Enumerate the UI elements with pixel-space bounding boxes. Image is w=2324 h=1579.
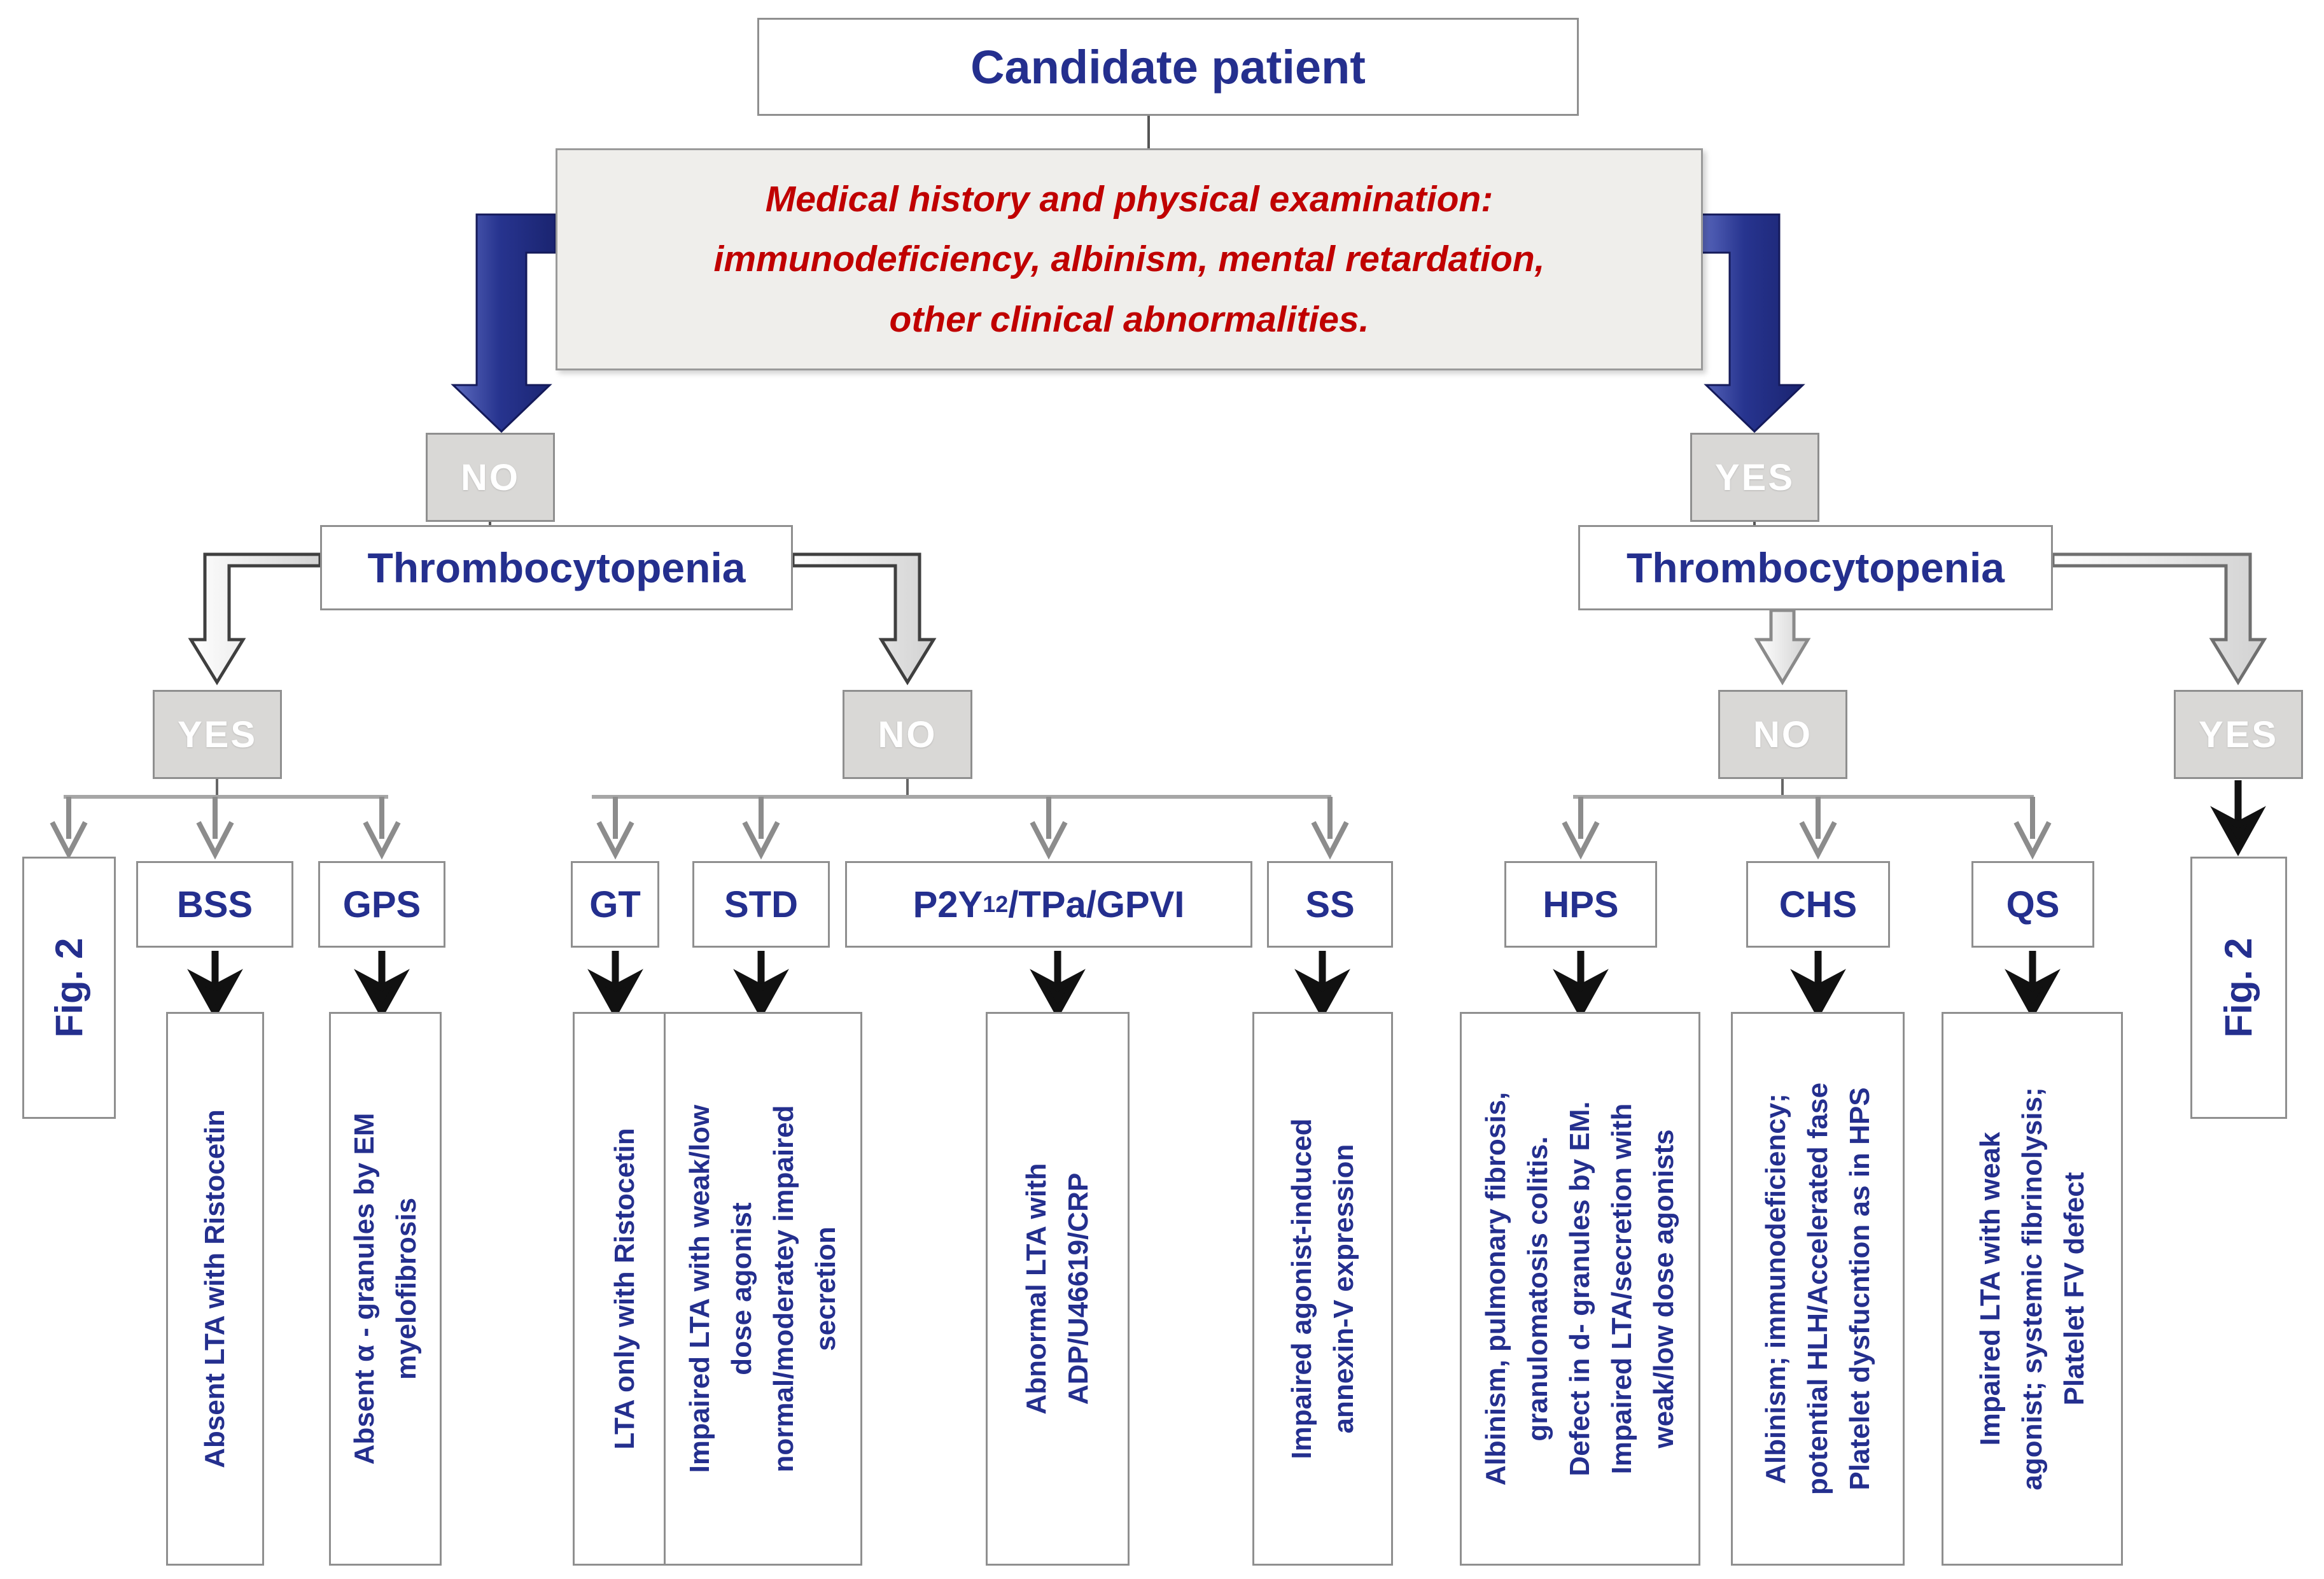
blue-elbow-arrow-left-icon: [451, 213, 557, 433]
chs-box: CHS: [1746, 861, 1890, 948]
qs-desc-box: Impaired LTA with weak agonist; systemic…: [1942, 1012, 2123, 1566]
gate-yes-right-label: YES: [1714, 456, 1795, 498]
outline-elbow-arrow-right-yes-icon: [2051, 552, 2267, 685]
gt-label: GT: [589, 883, 641, 925]
hps-desc-line: Defect in d- granules by EM.: [1564, 1101, 1595, 1477]
std-desc-box: Impaired LTA with weak/low dose agonist …: [664, 1012, 862, 1566]
outline-elbow-arrow-left-no-icon: [791, 552, 937, 685]
hps-label: HPS: [1543, 883, 1619, 925]
std-desc-line: secretion: [810, 1226, 841, 1351]
fig2-box-right: Fig. 2: [2190, 857, 2287, 1119]
gate-no-right-sub: NO: [1718, 690, 1847, 779]
p2y-desc-box: Abnormal LTA with ADP/U46619/CRP: [986, 1012, 1130, 1566]
gray-down-arrows-icon: [50, 797, 2052, 860]
candidate-patient-box: Candidate patient: [757, 18, 1579, 116]
gate-yes-left-sub-label: YES: [177, 713, 258, 755]
gps-box: GPS: [318, 861, 445, 948]
gate-yes-right-sub: YES: [2174, 690, 2303, 779]
gate-yes-right: YES: [1690, 433, 1819, 522]
gps-desc-box: Absent α - granules by EM myelofibrosis: [329, 1012, 442, 1566]
bss-box: BSS: [136, 861, 293, 948]
outline-elbow-arrow-left-yes-icon: [188, 552, 322, 685]
ss-label: SS: [1305, 883, 1355, 925]
gps-desc-line: myelofibrosis: [390, 1197, 422, 1380]
chs-label: CHS: [1779, 883, 1858, 925]
qs-desc-line: Platelet FV defect: [2058, 1172, 2090, 1406]
hps-desc-line: granulomatosis colitis.: [1522, 1136, 1553, 1442]
gps-desc-line: Absent α - granules by EM: [348, 1112, 380, 1465]
gate-no-left-sub: NO: [843, 690, 972, 779]
black-down-arrows-icon: [187, 951, 2061, 1020]
gate-yes-left-sub: YES: [153, 690, 282, 779]
p2y-label-pre: P2Y: [913, 883, 983, 925]
hps-desc-line: Impaired LTA/secretion with: [1606, 1103, 1637, 1475]
gate-no-right-sub-label: NO: [1753, 713, 1812, 755]
hps-desc-box: Albinism, pulmonary fibrosis, granulomat…: [1460, 1012, 1700, 1566]
thrombocytopenia-box-left: Thrombocytopenia: [320, 525, 793, 610]
thrombocytopenia-right-label: Thrombocytopenia: [1626, 544, 2005, 591]
p2y-desc-line: Abnormal LTA with: [1021, 1163, 1052, 1415]
hps-box: HPS: [1504, 861, 1657, 948]
qs-desc-line: agonist; systemic fibrinolysis;: [2016, 1087, 2048, 1491]
ss-desc-line: annexin-V expression: [1327, 1144, 1359, 1434]
ss-box: SS: [1267, 861, 1393, 948]
gt-desc-line: LTA only with Ristocetin: [608, 1128, 640, 1450]
gt-box: GT: [571, 861, 659, 948]
qs-box: QS: [1971, 861, 2094, 948]
gate-no-left-label: NO: [461, 456, 520, 498]
history-line-2: immunodeficiency, albinism, mental retar…: [713, 239, 1545, 280]
gt-desc-box: LTA only with Ristocetin: [573, 1012, 676, 1566]
ss-desc-box: Impaired agonist-induced annexin-V expre…: [1252, 1012, 1393, 1566]
history-line-3: other clinical abnormalities.: [889, 298, 1369, 340]
history-line-1: Medical history and physical examination…: [765, 178, 1494, 220]
std-box: STD: [692, 861, 830, 948]
thrombocytopenia-left-label: Thrombocytopenia: [367, 544, 746, 591]
ss-desc-line: Impaired agonist-induced: [1285, 1118, 1317, 1459]
candidate-patient-label: Candidate patient: [970, 40, 1366, 94]
medical-history-box: Medical history and physical examination…: [556, 148, 1703, 370]
chs-desc-box: Albinism; immunodeficiency; potential HL…: [1731, 1012, 1905, 1566]
hps-desc-line: Albinism, pulmonary fibrosis,: [1480, 1091, 1511, 1486]
black-down-arrow-fig2-icon: [2210, 780, 2266, 857]
bss-desc-box: Absent LTA with Ristocetin: [166, 1012, 264, 1566]
fig2-left-label: Fig. 2: [47, 937, 90, 1038]
chs-desc-line: Platelet dysfucntion as in HPS: [1844, 1087, 1875, 1491]
chs-desc-line: potential HLH/Accelerated fase: [1802, 1083, 1833, 1495]
std-desc-line: dose agonist: [726, 1202, 757, 1375]
std-label: STD: [724, 883, 798, 925]
p2y-label-post: /TPa/GPVI: [1008, 883, 1185, 925]
gate-yes-right-sub-label: YES: [2198, 713, 2279, 755]
chs-desc-line: Albinism; immunodeficiency;: [1760, 1093, 1791, 1484]
std-desc-line: normal/moderatey impaired: [768, 1105, 799, 1473]
qs-label: QS: [2006, 883, 2060, 925]
fig2-box-left: Fig. 2: [22, 857, 116, 1119]
hps-desc-line: weak/low dose agonists: [1648, 1129, 1679, 1449]
gps-label: GPS: [342, 883, 421, 925]
outline-down-arrow-right-no-icon: [1754, 608, 1811, 685]
std-desc-line: Impaired LTA with weak/low: [684, 1104, 715, 1473]
blue-elbow-arrow-right-icon: [1695, 213, 1805, 433]
gate-no-left: NO: [426, 433, 555, 522]
gate-no-left-sub-label: NO: [878, 713, 937, 755]
bss-desc-line: Absent LTA with Ristocetin: [199, 1109, 230, 1468]
bss-label: BSS: [176, 883, 253, 925]
thrombocytopenia-box-right: Thrombocytopenia: [1578, 525, 2053, 610]
p2y-desc-line: ADP/U46619/CRP: [1063, 1172, 1094, 1405]
fig2-right-label: Fig. 2: [2217, 937, 2260, 1038]
qs-desc-line: Impaired LTA with weak: [1974, 1132, 2006, 1446]
